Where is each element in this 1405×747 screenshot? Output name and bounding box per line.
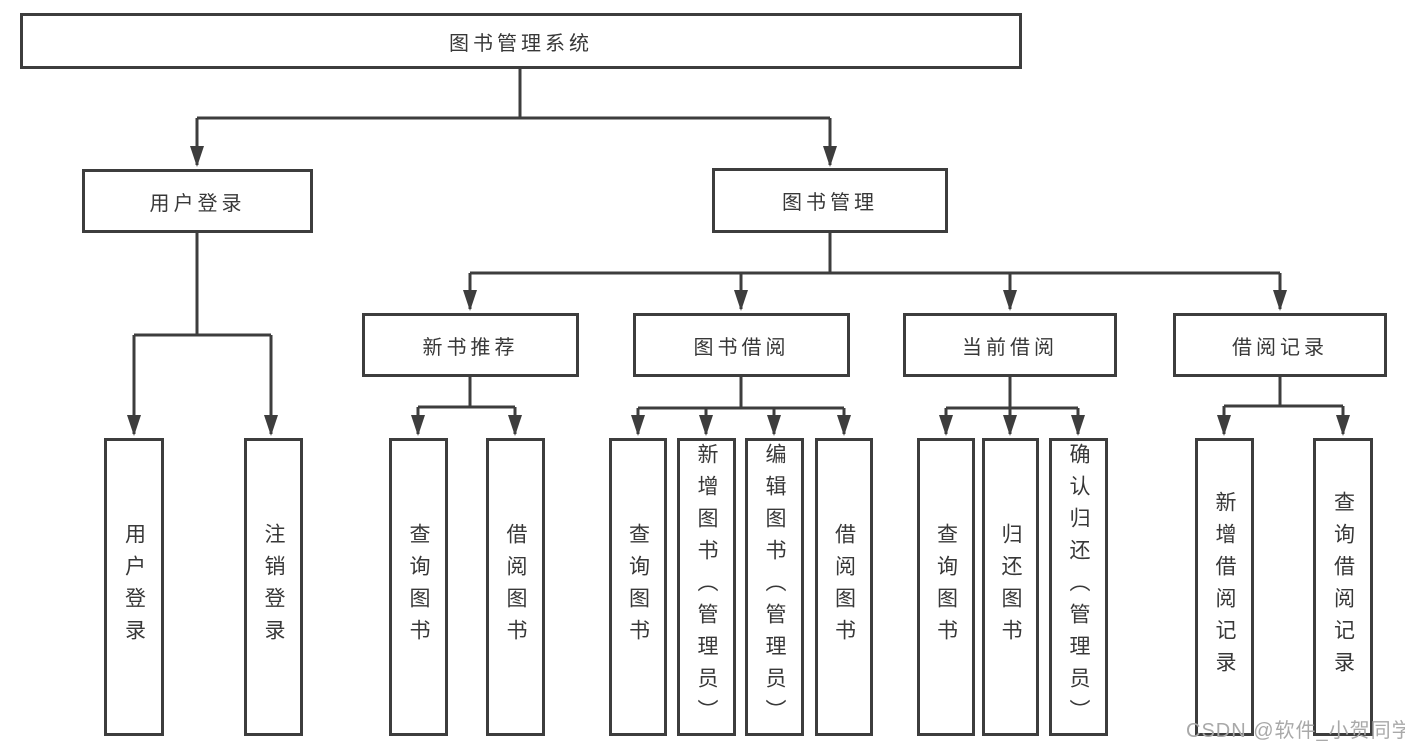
leaf-logout: 注销登录 — [244, 438, 303, 736]
watermark: CSDN @软件_小贺同学 — [1186, 720, 1405, 742]
leaf-confirm-return-admin-label: 确认归还（管理员） — [1067, 443, 1090, 731]
leaf-add-borrow-record-label: 新增借阅记录 — [1213, 491, 1236, 683]
leaf-borrow-books-recommend: 借阅图书 — [486, 438, 545, 736]
leaf-return-books: 归还图书 — [982, 438, 1039, 736]
leaf-query-borrow-record-label: 查询借阅记录 — [1331, 491, 1355, 683]
leaf-query-books-current: 查询图书 — [917, 438, 975, 736]
node-current-borrow: 当前借阅 — [903, 313, 1117, 377]
node-new-book-recommend: 新书推荐 — [362, 313, 579, 377]
node-book-management-label: 图书管理 — [782, 192, 878, 214]
node-borrow-records: 借阅记录 — [1173, 313, 1387, 377]
leaf-query-books-recommend: 查询图书 — [389, 438, 448, 736]
leaf-user-login-label: 用户登录 — [122, 523, 146, 651]
leaf-borrow-books-label: 借阅图书 — [832, 523, 856, 651]
leaf-return-books-label: 归还图书 — [999, 523, 1022, 651]
node-new-book-recommend-label: 新书推荐 — [422, 336, 519, 359]
leaf-logout-label: 注销登录 — [262, 523, 285, 651]
leaf-edit-books-admin-label: 编辑图书（管理员） — [763, 443, 786, 731]
leaf-query-books-recommend-label: 查询图书 — [407, 523, 430, 651]
leaf-borrow-books: 借阅图书 — [815, 438, 873, 736]
leaf-confirm-return-admin: 确认归还（管理员） — [1049, 438, 1108, 736]
leaf-query-books-borrow: 查询图书 — [609, 438, 667, 736]
node-root-label: 图书管理系统 — [449, 32, 593, 55]
node-root: 图书管理系统 — [20, 13, 1022, 69]
node-book-management: 图书管理 — [712, 168, 948, 233]
leaf-add-books-admin-label: 新增图书（管理员） — [695, 443, 718, 731]
leaf-query-books-current-label: 查询图书 — [934, 523, 958, 651]
leaf-query-books-borrow-label: 查询图书 — [626, 523, 650, 651]
node-current-borrow-label: 当前借阅 — [962, 336, 1058, 359]
leaf-edit-books-admin: 编辑图书（管理员） — [745, 438, 804, 736]
leaf-borrow-books-recommend-label: 借阅图书 — [504, 523, 527, 651]
leaf-add-books-admin: 新增图书（管理员） — [677, 438, 736, 736]
node-user-login: 用户登录 — [82, 169, 313, 233]
node-book-borrow-label: 图书借阅 — [693, 336, 790, 359]
leaf-query-borrow-record: 查询借阅记录 — [1313, 438, 1373, 736]
leaf-add-borrow-record: 新增借阅记录 — [1195, 438, 1254, 736]
node-borrow-records-label: 借阅记录 — [1232, 336, 1328, 359]
node-book-borrow: 图书借阅 — [633, 313, 850, 377]
leaf-user-login: 用户登录 — [104, 438, 164, 736]
node-user-login-label: 用户登录 — [149, 192, 246, 215]
